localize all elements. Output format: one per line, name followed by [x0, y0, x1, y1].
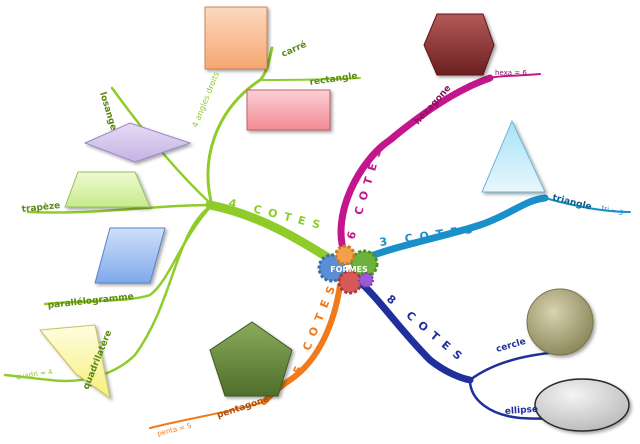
ellipse-shape	[534, 378, 630, 432]
gear-icon	[334, 244, 356, 266]
circle-shape	[526, 288, 594, 356]
label-hexagone: hexagone	[413, 84, 454, 128]
branch-3-cotes-label: 3 COTES	[379, 222, 481, 249]
label-pentagone: pentagone	[216, 395, 271, 421]
triangle-shape	[481, 119, 546, 193]
rhombus-shape	[83, 122, 192, 163]
branch-3-cotes	[361, 194, 631, 262]
branch-5-cotes-label: 5 COTES	[291, 278, 341, 376]
label-parallelogramme: parallélogramme	[47, 291, 134, 311]
trapezoid-shape	[64, 171, 151, 208]
center-label: FORMES	[330, 265, 368, 274]
label-ellipse: ellipse	[505, 405, 539, 417]
branch-6-cotes	[337, 73, 541, 259]
quadrilateral-shape	[39, 324, 111, 400]
square-shape	[204, 6, 268, 70]
center-gears: FORMES	[317, 244, 379, 295]
label-trapeze: trapèze	[21, 200, 61, 215]
gear-icon	[358, 272, 374, 288]
label-carre: carré	[280, 39, 309, 60]
label-hexa: hexa = 6	[495, 69, 527, 77]
label-cercle: cercle	[495, 337, 527, 355]
rectangle-shape	[246, 89, 331, 131]
label-losange: losange	[97, 91, 118, 132]
pentagon-shape	[209, 321, 293, 397]
label-tri: tri = 3	[601, 204, 625, 217]
gear-icon	[337, 269, 363, 295]
label-triangle: triangle	[551, 193, 592, 212]
label-4-angles-droits: 4 angles droits	[191, 71, 222, 129]
hexagon-shape	[423, 13, 495, 76]
label-rectangle: rectangle	[309, 71, 358, 88]
parallelogram-shape	[94, 227, 166, 284]
branch-4-cotes	[3, 46, 361, 383]
